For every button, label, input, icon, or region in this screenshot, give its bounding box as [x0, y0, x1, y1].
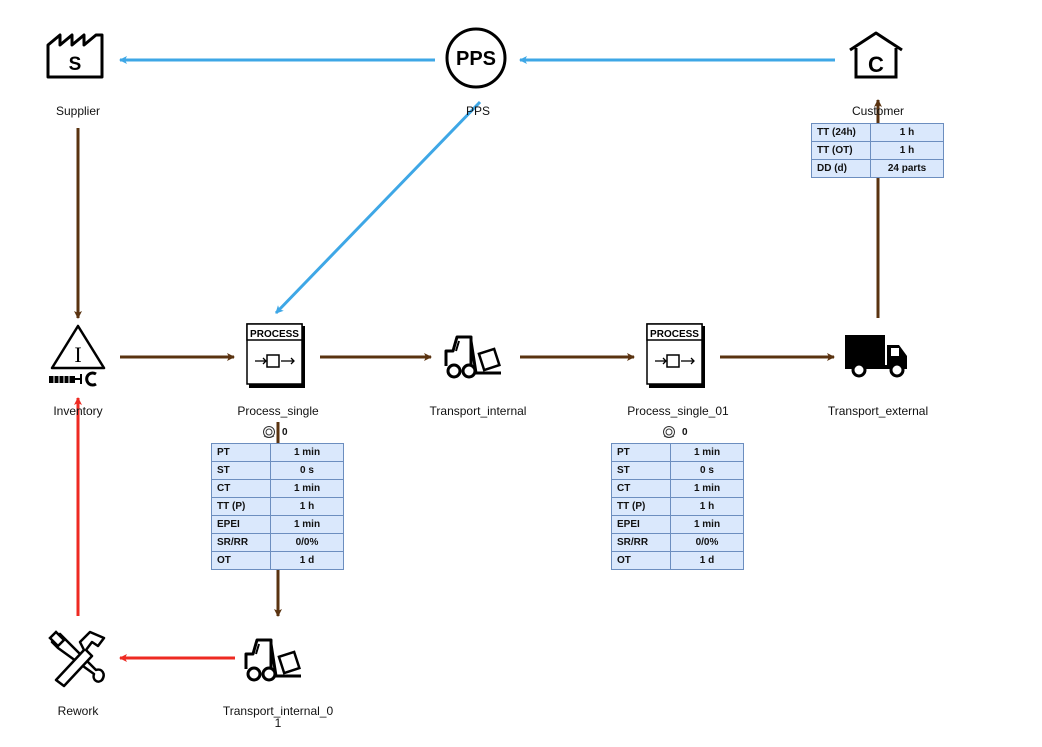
pps-circle-icon[interactable]: PPS [445, 27, 507, 89]
material-flow-edges [74, 99, 882, 617]
table-cell-value: 0/0% [670, 533, 744, 552]
transport-internal-01-label: Transport_internal_0 1 [223, 705, 333, 729]
table-cell-key: OT [611, 551, 671, 570]
table-cell-key: PT [611, 443, 671, 462]
transport-internal-01-label-line1: Transport_internal_0 [222, 704, 334, 718]
pps-label: PPS [465, 104, 491, 118]
transport-external-label: Transport_external [827, 404, 929, 418]
process-single-box-icon[interactable]: PROCESS [246, 323, 305, 388]
table-cell-value: 0 s [270, 461, 344, 480]
supplier-label: Supplier [55, 104, 101, 118]
table-cell-key: SR/RR [211, 533, 271, 552]
table-cell-value: 1 h [270, 497, 344, 516]
table-cell-value: 1 min [270, 479, 344, 498]
supplier-glyph: S [69, 54, 82, 75]
table-row: TT (24h) 1 h [811, 123, 944, 142]
process-single-header: PROCESS [250, 329, 299, 340]
table-cell-key: PT [211, 443, 271, 462]
table-cell-value: 1 h [870, 141, 944, 160]
truck-icon[interactable] [845, 335, 907, 378]
table-row: TT (P)1 h [611, 497, 744, 516]
table-cell-value: 1 h [870, 123, 944, 142]
information-flow-edges [119, 56, 835, 315]
inventory-label: Inventory [53, 404, 103, 418]
rework-flow-edges [74, 397, 235, 662]
table-cell-value: 1 min [670, 479, 744, 498]
table-cell-value: 1 d [670, 551, 744, 570]
inventory-glyph: I [74, 342, 81, 367]
table-row: TT (OT) 1 h [811, 141, 944, 160]
table-cell-value: 1 min [670, 443, 744, 462]
pps-glyph: PPS [456, 48, 496, 70]
table-cell-key: EPEI [611, 515, 671, 534]
rework-label: Rework [57, 704, 99, 718]
table-cell-value: 0 s [670, 461, 744, 480]
process-single-01-label: Process_single_01 [627, 404, 729, 418]
table-cell-key: TT (24h) [811, 123, 871, 142]
process-single-01-operators: 0 [662, 425, 688, 439]
table-cell-key: TT (P) [611, 497, 671, 516]
transport-internal-01-label-line2: 1 [274, 716, 282, 730]
inventory-conveyor-icon [49, 371, 97, 387]
process-arrow-icon [255, 354, 295, 368]
table-cell-key: DD (d) [811, 159, 871, 178]
table-cell-value: 1 min [270, 515, 344, 534]
operator-icon [663, 426, 675, 438]
table-row: TT (P)1 h [211, 497, 344, 516]
table-row: DD (d) 24 parts [811, 159, 944, 178]
forklift-icon[interactable] [244, 638, 301, 682]
table-cell-key: OT [211, 551, 271, 570]
customer-house-icon[interactable]: C [849, 31, 903, 79]
process-single-label: Process_single [237, 404, 319, 418]
table-cell-key: ST [611, 461, 671, 480]
customer-label: Customer [851, 104, 905, 118]
process-single-operator-count: 0 [282, 426, 288, 438]
process-single-01-operator-count: 0 [682, 426, 688, 438]
table-cell-value: 1 min [270, 443, 344, 462]
table-cell-key: TT (OT) [811, 141, 871, 160]
table-cell-value: 24 parts [870, 159, 944, 178]
transport-internal-label: Transport_internal [429, 404, 527, 418]
table-cell-key: TT (P) [211, 497, 271, 516]
process-arrow-icon [655, 354, 695, 368]
table-cell-key: EPEI [211, 515, 271, 534]
operator-icon [263, 426, 275, 438]
process-single-operators: 0 [262, 425, 288, 439]
table-cell-value: 1 h [670, 497, 744, 516]
tools-icon[interactable] [48, 630, 106, 688]
process-single-01-header: PROCESS [650, 329, 699, 340]
table-cell-key: CT [211, 479, 271, 498]
forklift-icon[interactable] [444, 335, 501, 379]
customer-glyph: C [868, 52, 884, 77]
table-cell-value: 0/0% [270, 533, 344, 552]
table-cell-key: CT [611, 479, 671, 498]
factory-icon[interactable]: S [46, 33, 104, 79]
table-cell-key: SR/RR [611, 533, 671, 552]
inventory-triangle-icon[interactable]: I [49, 324, 106, 387]
customer-info-table: TT (24h) 1 h TT (OT) 1 h DD (d) 24 parts [811, 123, 944, 178]
edge-pps-to-process-single[interactable] [274, 100, 482, 315]
table-cell-value: 1 d [270, 551, 344, 570]
process-single-01-box-icon[interactable]: PROCESS [646, 323, 705, 388]
table-cell-value: 1 min [670, 515, 744, 534]
table-cell-key: ST [211, 461, 271, 480]
